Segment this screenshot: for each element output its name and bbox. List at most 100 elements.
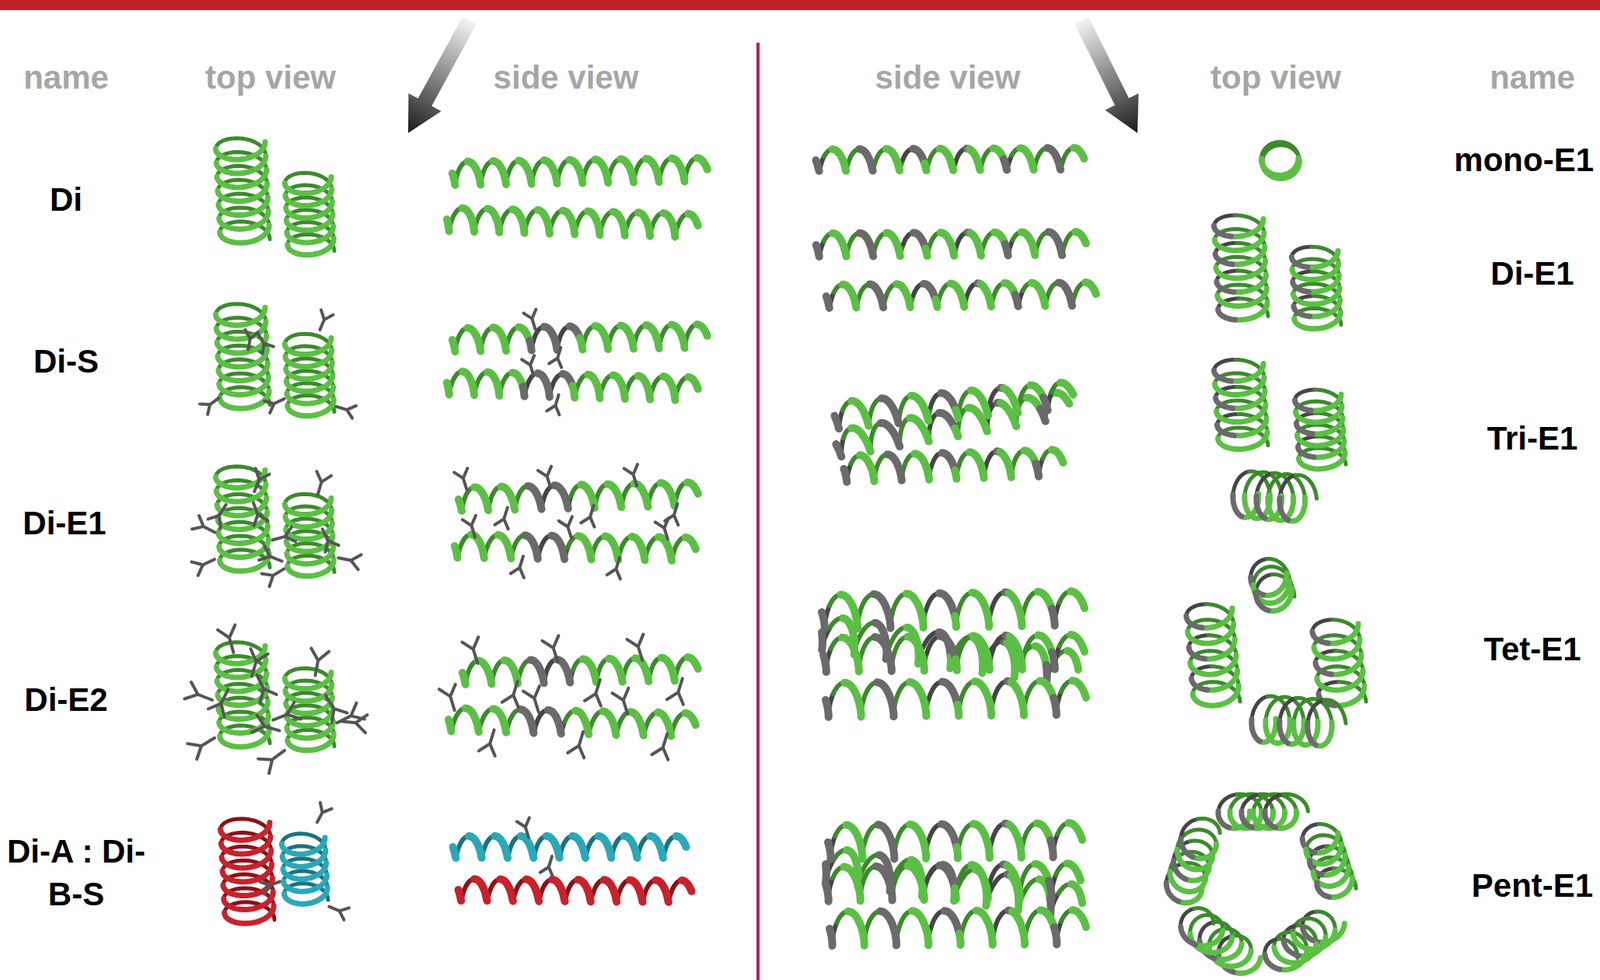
helix-ribbon [1190, 914, 1223, 933]
helix-ribbon [453, 846, 457, 858]
helix-ribbon [944, 910, 960, 933]
helix-ribbon [817, 632, 827, 650]
helix-ribbon [846, 824, 863, 860]
helix-ribbon [1317, 882, 1330, 897]
helix-ribbon [1307, 722, 1316, 745]
helix-ribbon [579, 337, 584, 350]
helix-ribbon [551, 879, 566, 902]
helix-ribbon [458, 499, 462, 511]
helix-ribbon [1315, 662, 1332, 675]
helix-ribbon [474, 878, 488, 901]
column-header: side view [493, 56, 640, 100]
helix-ribbon [1003, 159, 1007, 171]
helix-ribbon [1060, 382, 1074, 395]
side-chain [454, 468, 468, 490]
helix-ribbon [629, 880, 643, 902]
helix-ribbon [1334, 685, 1365, 706]
helix-ribbon [950, 283, 965, 308]
column-header: side view [875, 56, 1021, 100]
helix-ribbon [1262, 145, 1300, 164]
side-chain [651, 733, 668, 760]
helix-ribbon [1217, 424, 1235, 436]
helix-ribbon [1295, 475, 1317, 499]
helix-ribbon [1255, 592, 1269, 611]
variant-name: Di [49, 178, 83, 222]
side-chain [217, 625, 235, 653]
helix-ribbon [657, 712, 671, 736]
helix-ribbon [1312, 619, 1333, 632]
helix-ribbon [1312, 417, 1343, 434]
helix-ribbon [827, 841, 832, 860]
helix-ribbon [906, 593, 924, 628]
helix-ribbon [1186, 604, 1207, 616]
helix-ribbon [942, 681, 958, 705]
helix-ribbon [284, 887, 329, 904]
side-chain [253, 502, 269, 526]
helix-ribbon [859, 149, 873, 172]
helix-ribbon [283, 874, 328, 891]
helix-ribbon [971, 864, 988, 899]
helix-ribbon [1214, 232, 1265, 251]
helix-ribbon [1327, 623, 1359, 643]
helix-ribbon [287, 559, 335, 577]
column-header: top view [205, 56, 336, 100]
helix-ribbon [468, 835, 483, 858]
variant-name: Di-E2 [24, 678, 108, 722]
helix-ribbon [1205, 639, 1236, 659]
helix-ribbon [578, 535, 592, 559]
helix-ribbon [478, 660, 492, 685]
helix-ribbon [848, 911, 865, 946]
helix-ribbon [1075, 231, 1087, 244]
helix-ribbon [518, 160, 532, 185]
helix-ribbon [219, 539, 269, 558]
helix-ribbon [220, 729, 270, 748]
helix-ribbon [1213, 225, 1231, 237]
helix-ribbon [462, 208, 475, 232]
helix-ribbon [1055, 392, 1070, 404]
helix-ribbon [572, 385, 575, 398]
helix-ribbon [1214, 359, 1236, 371]
helix-ribbon [607, 484, 622, 508]
helix-ribbon [494, 835, 508, 858]
helix-ribbon [471, 534, 485, 558]
helix-ribbon [1331, 654, 1362, 675]
helix-ribbon [284, 338, 332, 355]
helix-ribbon [530, 660, 544, 684]
helix-ribbon [1235, 302, 1269, 321]
helix-ribbon [286, 226, 334, 243]
side-chain [328, 906, 350, 920]
helix-ribbon [681, 880, 692, 891]
helix-ribbon [282, 862, 327, 879]
helix-ribbon [220, 225, 270, 244]
helix-ribbon [1232, 391, 1265, 409]
helix-ribbon [218, 197, 269, 216]
helix-ribbon [215, 142, 266, 161]
helix-ribbon [285, 349, 332, 367]
helix-ribbon [638, 212, 650, 236]
helix-ribbon [1314, 832, 1338, 853]
helix-ribbon [286, 362, 333, 379]
helix-ribbon [1302, 926, 1318, 942]
helix-ribbon [492, 160, 507, 185]
variant-name: Tet-E1 [1483, 628, 1581, 671]
helix-ribbon [658, 536, 672, 560]
helix-ribbon [1263, 572, 1287, 596]
helix-ribbon [671, 158, 685, 182]
helix-ribbon [583, 658, 597, 682]
helix-ribbon [1071, 883, 1083, 903]
helix-ribbon [1315, 722, 1332, 746]
helix-ribbon [1292, 262, 1339, 280]
helix-ribbon [851, 401, 869, 427]
side-chain [541, 635, 559, 662]
helix-ribbon [1328, 876, 1352, 898]
side-chain [523, 685, 540, 713]
helix-ribbon [1214, 370, 1232, 381]
helix-ribbon [544, 160, 558, 184]
helix-ribbon [887, 454, 902, 480]
side-chain [208, 689, 228, 717]
helix-ribbon [630, 711, 644, 735]
variant-name: Di-E1 [1490, 252, 1574, 296]
helix-ribbon [1321, 854, 1345, 875]
helix-ribbon [825, 883, 829, 902]
helix-ribbon [222, 863, 273, 882]
